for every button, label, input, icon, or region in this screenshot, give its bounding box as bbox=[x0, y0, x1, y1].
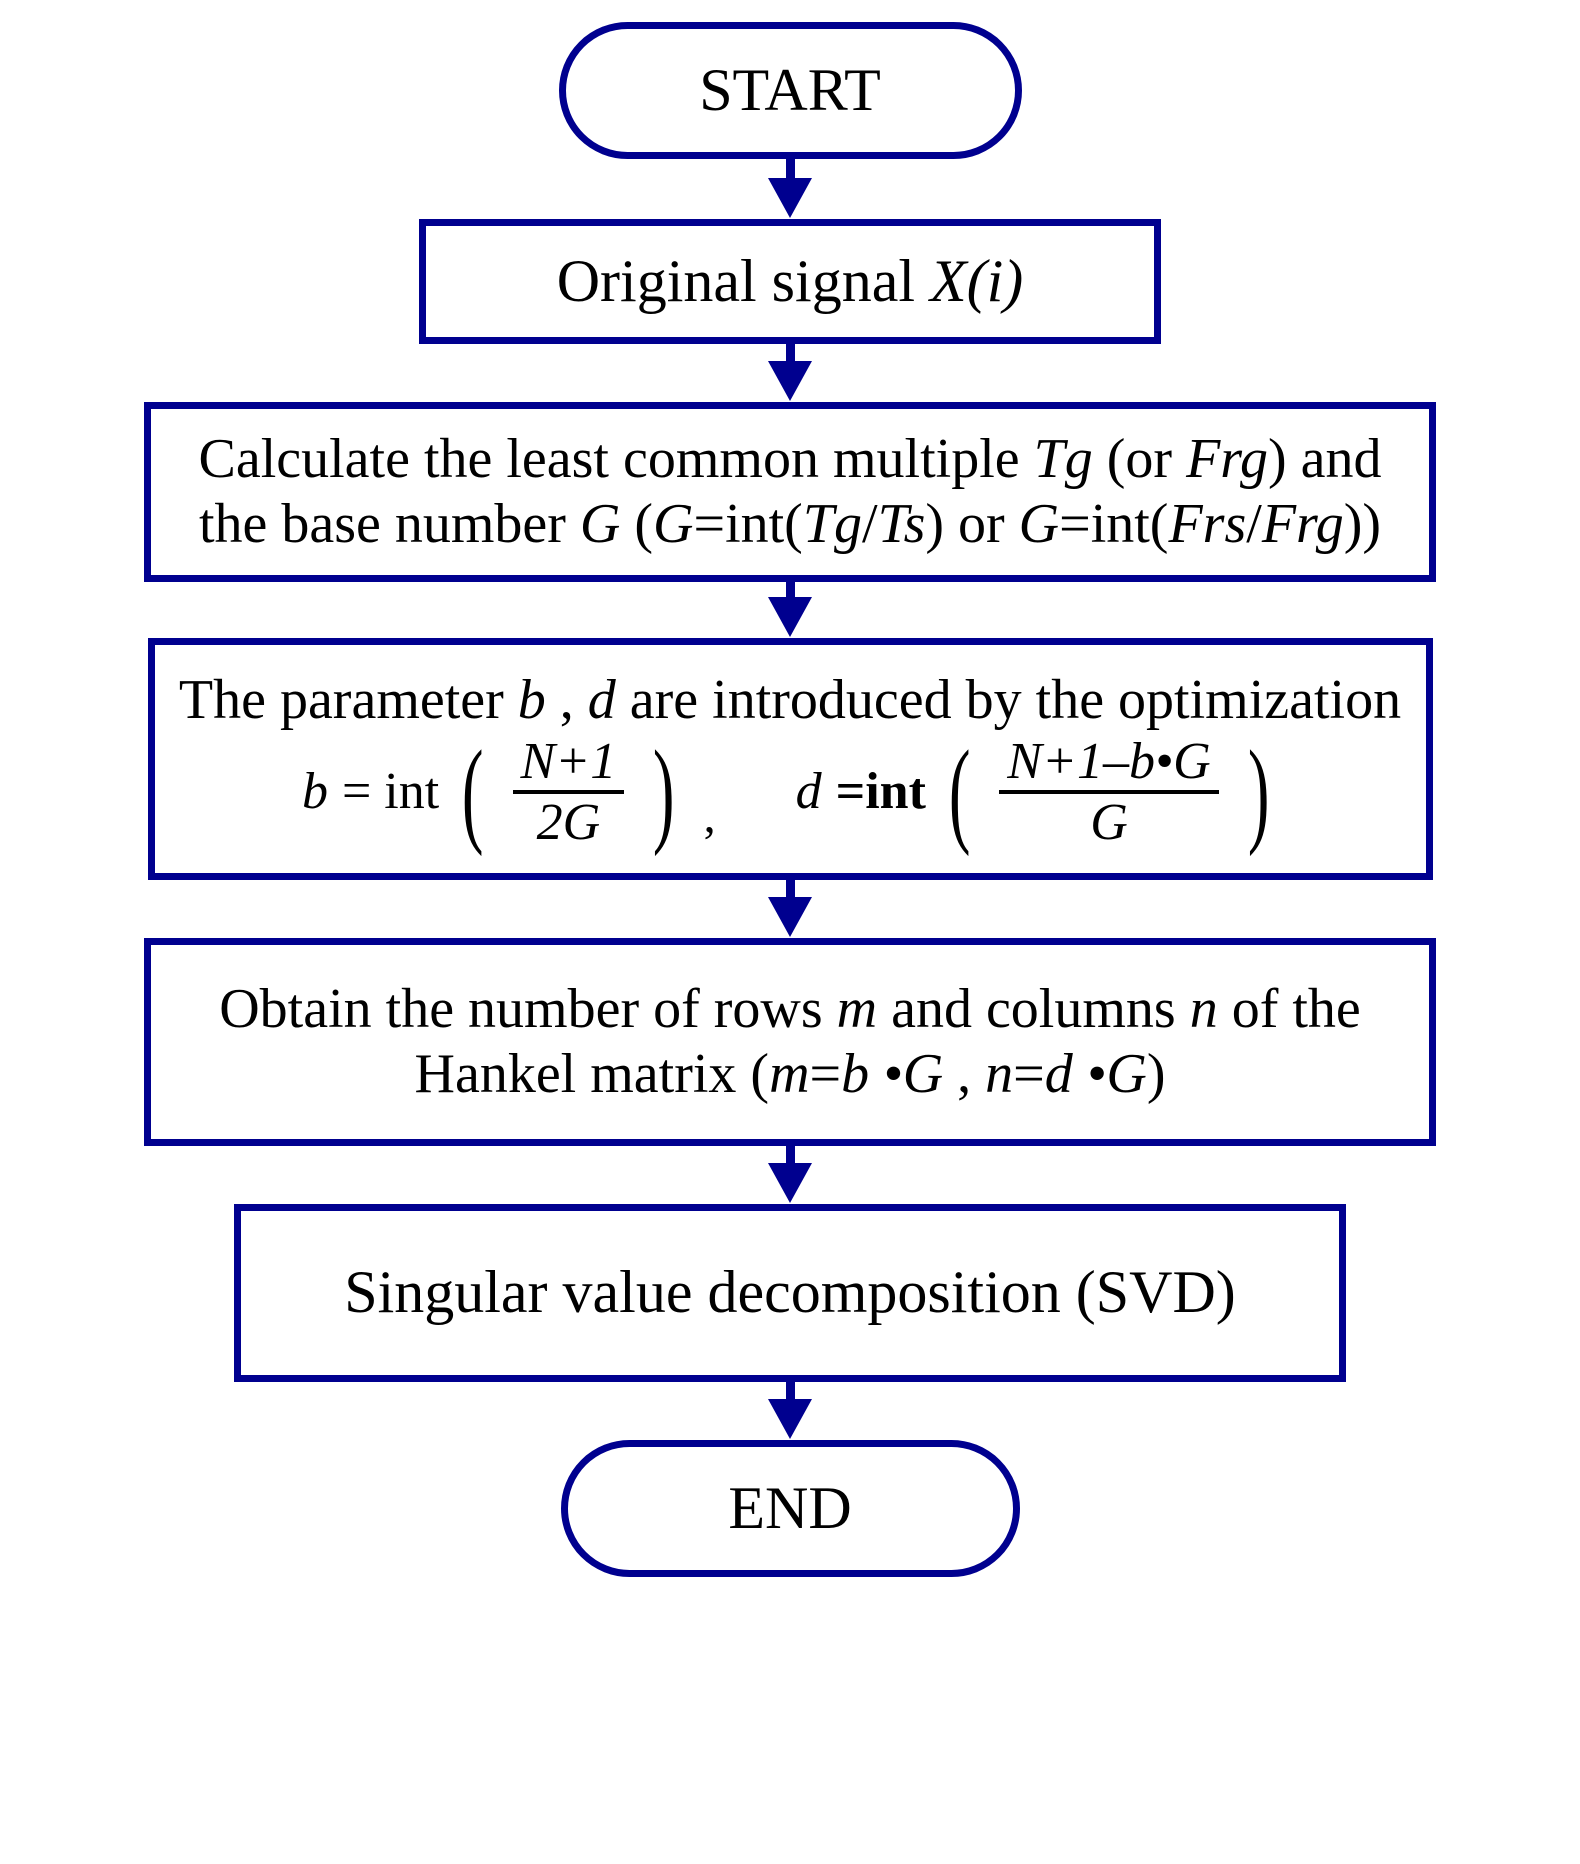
left-paren-icon: ( bbox=[462, 725, 484, 857]
lcm-l2-d: / bbox=[862, 493, 878, 555]
node-original-signal-label: Original signal X(i) bbox=[541, 248, 1040, 315]
formula-d-numerator: N+1–b•G bbox=[1007, 733, 1211, 791]
lcm-l1-v1: Tg bbox=[1033, 428, 1093, 491]
hankel-l2-v2: b •G bbox=[841, 1043, 944, 1105]
node-calculate-lcm-text: Calculate the least common multiple Tg (… bbox=[183, 428, 1398, 555]
hankel-l1-v2: n bbox=[1189, 978, 1218, 1041]
right-paren-icon: ) bbox=[1247, 725, 1270, 857]
param-line-1: The parameter b , d are introduced by th… bbox=[179, 669, 1401, 732]
formula-d-fraction: N+1–b•G G bbox=[993, 735, 1225, 849]
node-svd: Singular value decomposition (SVD) bbox=[234, 1204, 1346, 1382]
lcm-l2-v5: G bbox=[1018, 493, 1060, 555]
arrowhead-icon bbox=[768, 178, 812, 218]
lcm-l2-g: / bbox=[1246, 493, 1262, 555]
lcm-l2-v6: Frs bbox=[1168, 493, 1247, 555]
hankel-l2-e: ) bbox=[1146, 1043, 1166, 1105]
arrowhead-icon bbox=[768, 361, 812, 401]
right-paren-icon: ) bbox=[653, 725, 675, 857]
lcm-l1-c: ) and bbox=[1267, 428, 1382, 491]
node-end: END bbox=[560, 1440, 1020, 1577]
hankel-l2-a: Hankel matrix ( bbox=[414, 1043, 770, 1105]
param-l1-a: The parameter bbox=[178, 668, 518, 731]
fraction-bar bbox=[512, 790, 625, 795]
hankel-l2-v4: d •G bbox=[1044, 1043, 1147, 1105]
hankel-line-1: Obtain the number of rows m and columns … bbox=[219, 978, 1361, 1041]
signal-prefix: Original signal bbox=[556, 247, 930, 314]
connector-hankel-to-svd bbox=[768, 1146, 812, 1204]
lcm-l2-f: =int( bbox=[1059, 493, 1169, 555]
node-parameters-text: The parameter b , d are introduced by th… bbox=[155, 669, 1426, 857]
formula-separator: , bbox=[703, 789, 716, 843]
formula-b-eq: = int bbox=[341, 763, 440, 821]
formula-b-lhs: b bbox=[301, 763, 328, 821]
lcm-l2-c: =int( bbox=[693, 493, 803, 555]
arrowhead-icon bbox=[768, 1163, 812, 1203]
connector-lcm-to-param bbox=[768, 582, 812, 638]
node-end-label: END bbox=[728, 1474, 852, 1541]
arrowhead-icon bbox=[768, 1399, 812, 1439]
connector-stem bbox=[785, 159, 795, 179]
param-l1-v2: d bbox=[587, 668, 616, 731]
lcm-l2-v3: Tg bbox=[802, 493, 862, 555]
node-start-label: START bbox=[699, 56, 881, 123]
formula-b-numerator: N+1 bbox=[520, 733, 617, 791]
hankel-l1-c: of the bbox=[1217, 978, 1361, 1041]
node-original-signal: Original signal X(i) bbox=[419, 219, 1161, 344]
connector-stem bbox=[785, 344, 795, 362]
hankel-l2-d: = bbox=[1013, 1043, 1045, 1105]
hankel-l1-a: Obtain the number of rows bbox=[219, 978, 837, 1041]
param-l1-c: are introduced by the optimization bbox=[615, 668, 1402, 731]
lcm-l2-v7: Frg bbox=[1261, 493, 1344, 555]
connector-stem bbox=[785, 582, 795, 598]
node-start: START bbox=[558, 22, 1022, 159]
param-formula-row: b = int ( N+1 2G ) , d =int ( bbox=[155, 725, 1426, 857]
lcm-line-2: the base number G (G=int(Tg/Ts) or G=int… bbox=[199, 493, 1381, 556]
lcm-l2-v1: G bbox=[579, 493, 621, 555]
hankel-l2-v3: n bbox=[985, 1043, 1014, 1105]
node-hankel-matrix-text: Obtain the number of rows m and columns … bbox=[203, 978, 1377, 1105]
lcm-l1-v2: Frg bbox=[1186, 428, 1268, 491]
lcm-l2-v4: Ts bbox=[877, 493, 926, 555]
lcm-l2-v2: G bbox=[653, 493, 694, 555]
connector-stem bbox=[785, 1146, 795, 1164]
lcm-l2-b: ( bbox=[620, 493, 654, 555]
formula-b: b = int ( N+1 2G ) bbox=[301, 725, 684, 857]
hankel-line-2: Hankel matrix (m=b •G , n=d •G) bbox=[415, 1043, 1166, 1106]
node-svd-label: Singular value decomposition (SVD) bbox=[344, 1259, 1236, 1326]
connector-start-to-signal bbox=[768, 159, 812, 219]
lcm-line-1: Calculate the least common multiple Tg (… bbox=[199, 428, 1382, 491]
param-l1-b: , bbox=[545, 668, 588, 731]
lcm-l1-b: (or bbox=[1092, 428, 1187, 491]
formula-d-denominator: G bbox=[1090, 794, 1128, 852]
signal-variable: X(i) bbox=[930, 247, 1024, 314]
left-paren-icon: ( bbox=[948, 725, 971, 857]
lcm-l2-e: ) or bbox=[925, 493, 1019, 555]
connector-stem bbox=[785, 1382, 795, 1400]
lcm-l2-a: the base number bbox=[198, 493, 580, 555]
formula-b-denominator: 2G bbox=[536, 794, 601, 852]
formula-d: d =int ( N+1–b•G G ) bbox=[795, 725, 1278, 857]
hankel-l1-v1: m bbox=[836, 978, 878, 1041]
formula-b-fraction: N+1 2G bbox=[507, 735, 631, 849]
hankel-l2-v1: m bbox=[769, 1043, 810, 1105]
formula-d-lhs: d bbox=[795, 763, 822, 821]
hankel-l1-b: and columns bbox=[877, 978, 1190, 1041]
node-hankel-matrix: Obtain the number of rows m and columns … bbox=[144, 938, 1436, 1146]
fraction-bar bbox=[999, 790, 1219, 795]
arrowhead-icon bbox=[768, 597, 812, 637]
node-parameters: The parameter b , d are introduced by th… bbox=[147, 638, 1433, 880]
formula-d-eq: =int bbox=[835, 763, 926, 821]
node-calculate-lcm: Calculate the least common multiple Tg (… bbox=[144, 402, 1436, 582]
hankel-l2-b: = bbox=[809, 1043, 842, 1105]
lcm-l1-a: Calculate the least common multiple bbox=[198, 428, 1034, 491]
lcm-l2-h: )) bbox=[1343, 493, 1382, 555]
connector-param-to-hankel bbox=[768, 880, 812, 938]
connector-svd-to-end bbox=[768, 1382, 812, 1440]
arrowhead-icon bbox=[768, 897, 812, 937]
hankel-l2-c: , bbox=[943, 1043, 986, 1105]
connector-stem bbox=[785, 880, 795, 898]
param-l1-v1: b bbox=[517, 668, 546, 731]
connector-signal-to-lcm bbox=[768, 344, 812, 402]
